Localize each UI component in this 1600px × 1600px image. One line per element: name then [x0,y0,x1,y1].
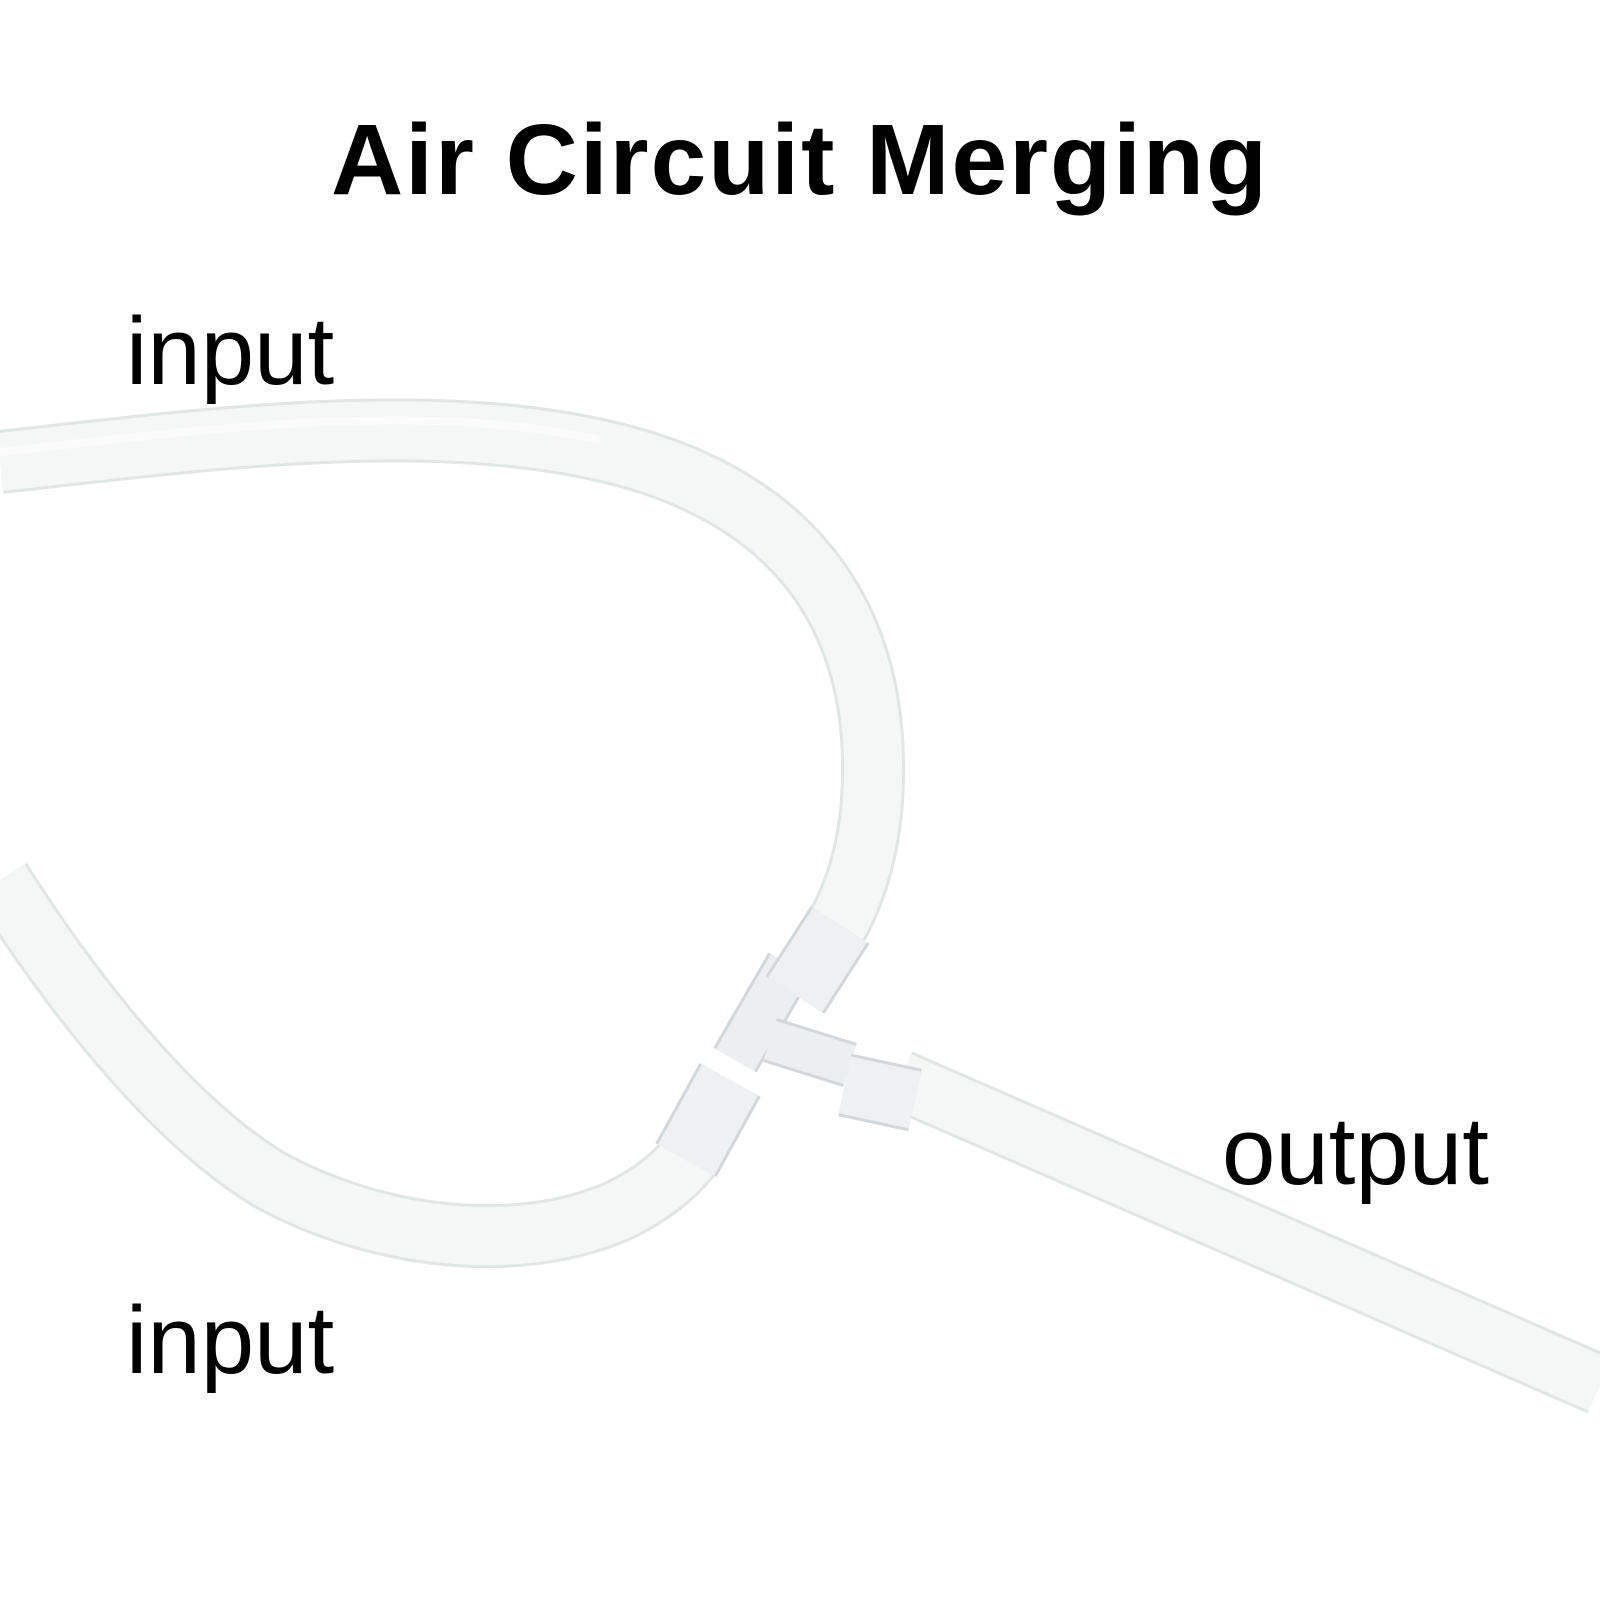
diagram-title: Air Circuit Merging [330,104,1270,216]
output-sleeve-fitting [838,1053,922,1132]
upper-input-tube [0,398,906,969]
input-label-top: input [126,298,335,405]
output-label: output [1222,1098,1489,1205]
output-tube [887,1051,1600,1414]
input-label-bottom: input [126,1287,335,1394]
lower-sleeve-fitting [655,1063,761,1177]
lower-input-tube [0,862,721,1269]
upper-sleeve-fitting [765,906,870,1014]
